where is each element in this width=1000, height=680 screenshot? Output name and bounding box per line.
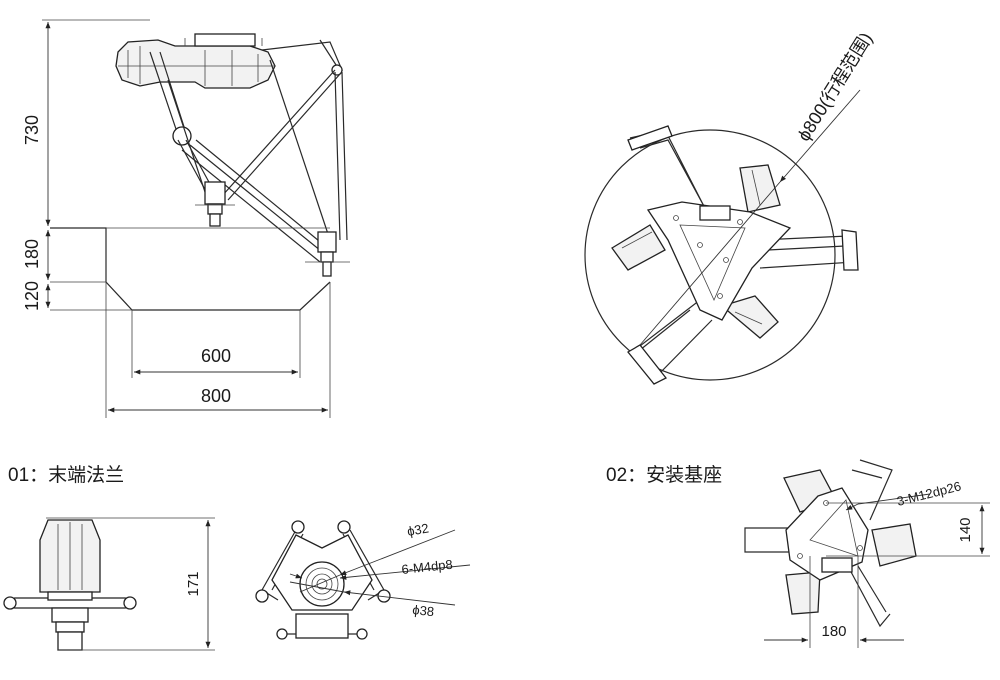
caption-mounting-base: 02：安装基座	[606, 465, 723, 486]
dim-label-800: 800	[201, 386, 231, 406]
range-diameter-line	[639, 181, 781, 346]
dim-label-120: 120	[22, 281, 42, 311]
working-range-circle	[584, 129, 836, 381]
dim-label-base-180: 180	[821, 623, 846, 640]
dim-label-d38: ϕ38	[412, 602, 435, 619]
dim-label-holes: 6-M4dp8	[401, 557, 454, 577]
end-flange-side: 171	[3, 517, 215, 651]
robot-base-housing	[115, 33, 276, 89]
leader-base-holes	[857, 493, 931, 505]
caption-end-flange: 01：末端法兰	[8, 465, 125, 486]
leader-base-holes-tip	[845, 503, 859, 511]
dim-label-730: 730	[22, 115, 42, 145]
range-leader-arrow	[779, 89, 861, 183]
parallel-arms	[167, 59, 348, 263]
dim-label-140: 140	[957, 517, 974, 542]
leader-d32-tail	[299, 574, 341, 593]
top-view: ϕ800(行程范围)	[584, 29, 877, 385]
workspace-envelope	[42, 19, 331, 418]
side-view: 730 180 120 600 800	[22, 19, 350, 418]
top-view-motors	[611, 164, 781, 339]
dim-label-180: 180	[22, 239, 42, 269]
leader-d38	[343, 590, 456, 606]
mounting-base: 3-M12dp26 140 180	[744, 459, 990, 648]
dim-label-base-holes: 3-M12dp26	[895, 478, 962, 508]
dim-label-600: 600	[201, 346, 231, 366]
dim-label-171: 171	[185, 571, 202, 596]
end-flange-bottom: ϕ32 6-M4dp8 ϕ38	[255, 520, 471, 640]
leader-d38-tail	[289, 581, 345, 593]
top-view-base-plate	[646, 201, 792, 321]
leader-d32	[339, 529, 456, 576]
dim-label-d32: ϕ32	[406, 520, 430, 539]
end-effector-home	[195, 181, 235, 227]
top-view-arms	[627, 125, 859, 385]
range-label: ϕ800(行程范围)	[794, 29, 877, 145]
leader-holes-left	[289, 573, 303, 579]
end-effector-extended	[305, 231, 350, 277]
leader-holes	[339, 564, 471, 580]
